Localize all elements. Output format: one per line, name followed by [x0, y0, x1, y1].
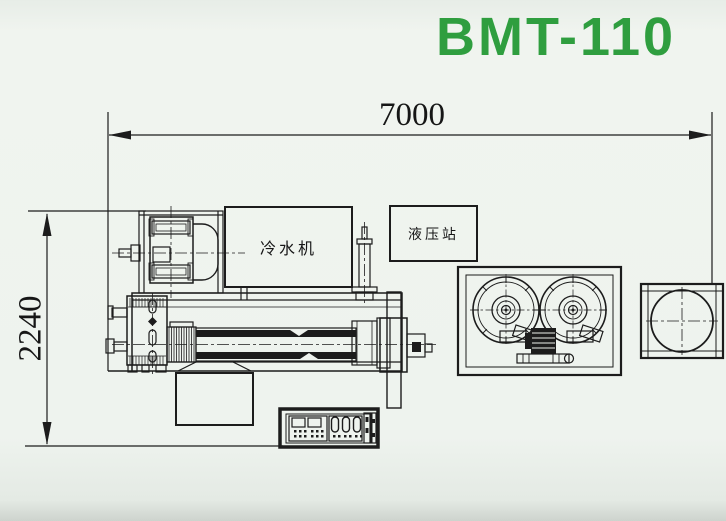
machine-bed-drawing — [108, 292, 436, 372]
dimension-height-label: 2240 — [12, 295, 49, 362]
control-panel-drawing — [278, 407, 380, 449]
blower-station-drawing — [456, 265, 623, 377]
vacuum-pump-drawing — [516, 328, 575, 364]
blower-left-drawing — [470, 274, 542, 346]
dimension-2240 — [25, 210, 283, 447]
cooling-fan-box-drawing — [639, 282, 725, 360]
machine-model-title: BMT-110 — [436, 7, 677, 67]
gearbox-drawing — [105, 293, 168, 374]
die-head-drawing — [351, 291, 433, 409]
pedestal-drawing — [175, 372, 254, 426]
dimension-width-label: 7000 — [379, 97, 445, 133]
chiller-label: 冷水机 — [259, 239, 317, 258]
dimension-7000 — [107, 112, 713, 371]
hydraulic-station-label: 液压站 — [408, 226, 459, 243]
screw-barrel-drawing — [166, 321, 357, 363]
chiller-box — [224, 206, 353, 288]
hydraulic-station-box — [389, 205, 478, 262]
hopper-cylinder-drawing — [351, 222, 378, 303]
